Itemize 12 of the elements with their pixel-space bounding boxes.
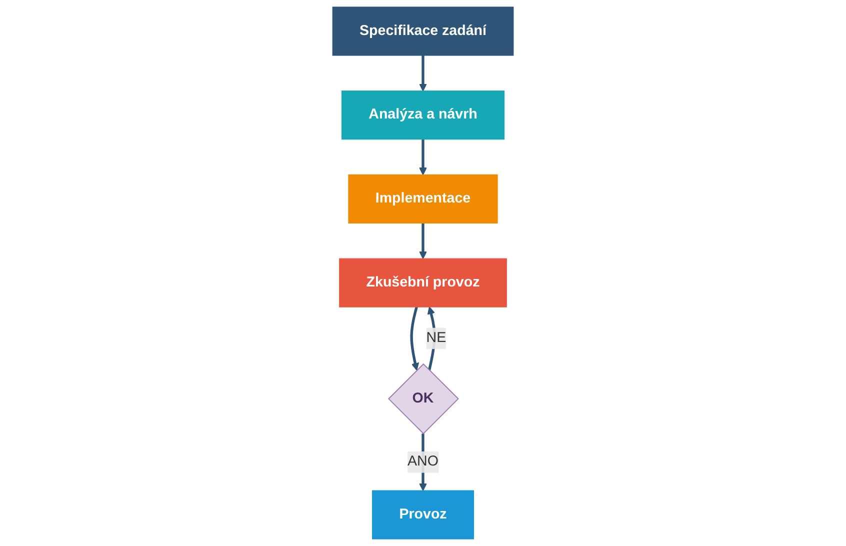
edge-label: ANO [408, 454, 438, 470]
arrow [410, 306, 420, 371]
arrow [419, 139, 427, 176]
arrow [419, 55, 427, 92]
node-box: Specifikace zadání [332, 6, 514, 56]
node-box: Provoz [372, 490, 474, 540]
node-box: Implementace [348, 174, 498, 224]
node-box: Zkušební provoz [339, 258, 507, 308]
arrow [419, 223, 427, 260]
node-diamond: OK [388, 363, 459, 434]
edge-label: NE [426, 330, 446, 346]
node-box: Analýza a návrh [341, 90, 505, 140]
